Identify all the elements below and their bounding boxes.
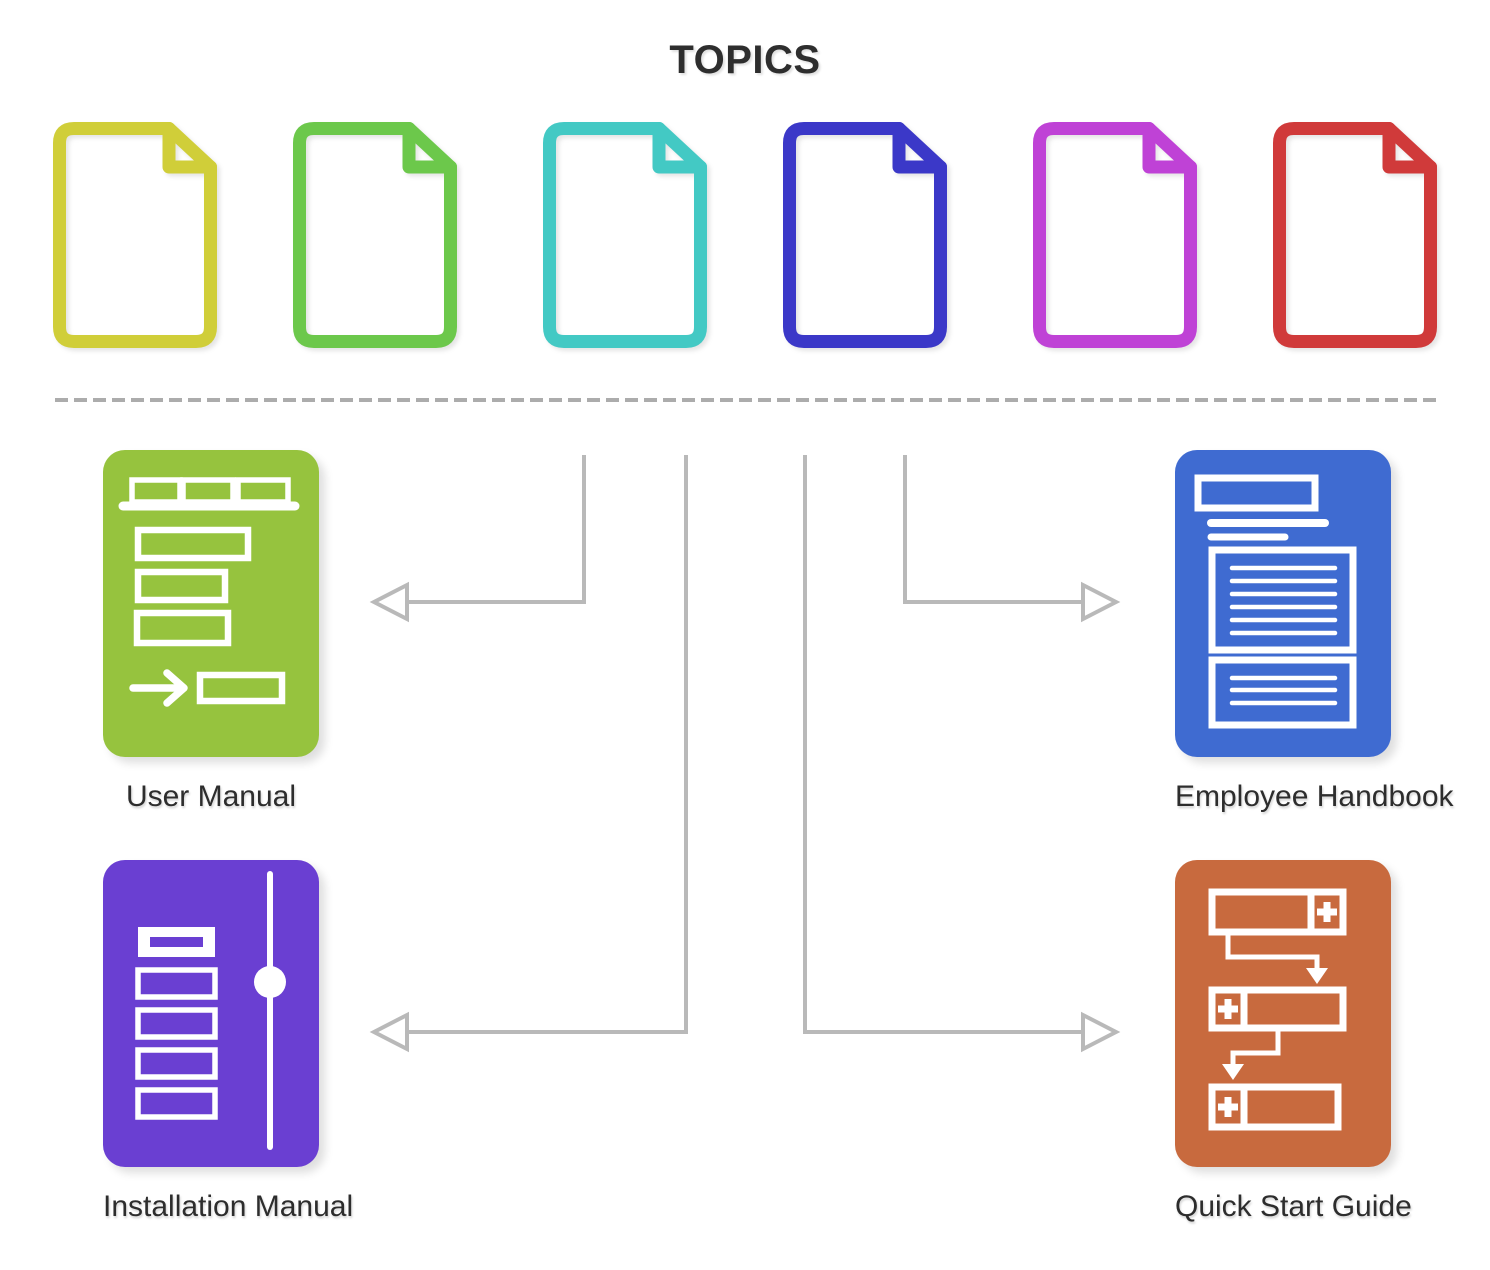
arrowhead-left-bottom-icon [369, 1011, 409, 1053]
connector-to-quick-start-guide [803, 455, 1083, 1034]
user-manual-label: User Manual [125, 780, 297, 813]
installation-manual-label: Installation Manual [103, 1190, 354, 1223]
quick-start-guide-label: Quick Start Guide [1175, 1190, 1412, 1223]
quick-start-guide-card-group: Quick Start Guide [1175, 860, 1412, 1224]
arrowhead-right-bottom-icon [1081, 1011, 1121, 1053]
installation-manual-card [103, 860, 319, 1167]
employee-handbook-label: Employee Handbook [1175, 780, 1454, 813]
user-manual-card [103, 450, 319, 757]
page-title: TOPICS [669, 38, 821, 82]
employee-handbook-card [1175, 450, 1391, 757]
employee-handbook-card-group: Employee Handbook [1175, 450, 1454, 814]
connector-to-installation-manual [407, 455, 688, 1034]
arrowhead-right-top-icon [1081, 581, 1121, 623]
wireframe-tabs-icon [118, 477, 300, 707]
arrowhead-left-top-icon [369, 581, 409, 623]
flowchart-steps-icon [1208, 888, 1347, 1131]
connector-to-employee-handbook [903, 455, 1083, 604]
topic-doc-yellow-icon [53, 122, 217, 348]
topic-doc-green-icon [293, 122, 457, 348]
topic-doc-teal-icon [543, 122, 707, 348]
slider-settings-icon [135, 871, 286, 1150]
topic-doc-red-icon [1273, 122, 1437, 348]
user-manual-card-group: User Manual [103, 450, 319, 814]
connector-to-user-manual [407, 455, 586, 604]
topic-doc-blue-icon [783, 122, 947, 348]
installation-manual-card-group: Installation Manual [103, 860, 354, 1224]
quick-start-guide-card [1175, 860, 1391, 1167]
document-text-icon [1194, 474, 1357, 729]
topic-doc-magenta-icon [1033, 122, 1197, 348]
